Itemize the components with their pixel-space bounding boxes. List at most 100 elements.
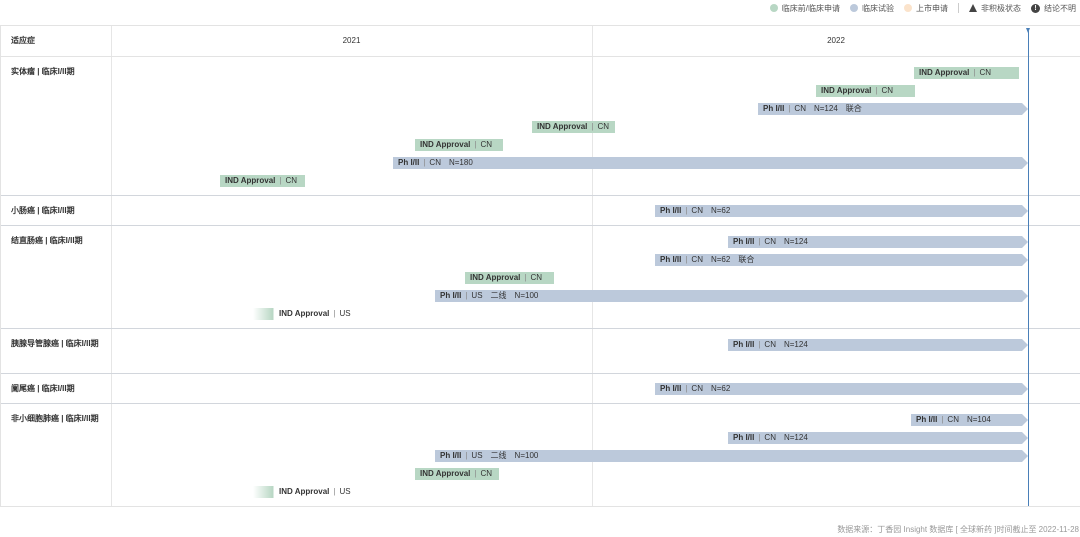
trial-tag: N=124 [783,340,808,349]
region-label: CN [691,384,703,393]
legend-inactive[interactable]: 非积极状态 [969,3,1021,14]
phase-label: Ph I/II [916,415,938,424]
ind-approval-bar[interactable]: IND Approval|CN [816,85,915,97]
region-label: US [339,487,351,496]
legend-unclear[interactable]: !结论不明 [1031,3,1076,14]
cutoff-marker-icon [1026,28,1030,33]
bar-separator: | [758,237,761,246]
region-label: CN [794,104,806,113]
bar-separator: | [685,384,688,393]
region-label: US [471,291,483,300]
region-label: CN [764,340,776,349]
row-divider [1,403,1080,404]
year-header-2022: 2022 [827,36,845,45]
region-label: CN [480,140,493,149]
phase-label: Ph I/II [440,291,462,300]
trial-tag: 二线 [490,291,507,300]
triangle-icon [969,4,977,12]
phase-label: IND Approval [420,140,471,149]
trial-tag: 联合 [738,255,755,264]
region-label: CN [764,433,776,442]
row-divider [1,195,1080,196]
ind-approval-bar[interactable]: IND Approval|CN [914,67,1019,79]
legend-clinical-trial[interactable]: 临床试验 [850,3,894,14]
bar-separator: | [591,122,594,131]
bar-separator: | [875,86,878,95]
trial-bar[interactable]: Ph I/II|CN N=104 [911,414,1028,426]
phase-label: Ph I/II [763,104,785,113]
trial-tag: N=180 [448,158,473,167]
row-divider [1,225,1080,226]
phase-label: Ph I/II [660,384,682,393]
legend-label: 临床前/临床申请 [781,3,840,13]
trial-tag: N=100 [514,451,539,460]
bar-separator: | [788,104,791,113]
bar-separator: | [685,255,688,264]
legend-dot-icon [904,4,912,12]
region-label: CN [764,237,776,246]
bar-separator: | [973,68,976,77]
phase-label: IND Approval [279,309,330,318]
ind-approval-bar[interactable]: IND Approval|CN [220,175,305,187]
trial-bar[interactable]: Ph I/II|CN N=62 联合 [655,254,1028,266]
bar-separator: | [474,469,477,478]
indication-column-divider [111,26,112,506]
indication-label: 胰腺导管腺癌 | 临床I/II期 [11,339,99,348]
indication-header: 适应症 [11,36,35,45]
trial-tag: N=104 [966,415,991,424]
region-label: CN [530,273,543,282]
phase-label: Ph I/II [660,255,682,264]
legend-label: 上市申请 [916,3,948,13]
legend-separator [958,3,959,13]
indication-label: 实体瘤 | 临床I/II期 [11,67,75,76]
indication-label: 结直肠癌 | 临床I/II期 [11,236,83,245]
region-label: CN [480,469,493,478]
ind-approval-bar[interactable]: IND Approval|CN [465,272,554,284]
bar-separator: | [941,415,944,424]
ind-approval-bar[interactable]: IND Approval|CN [415,139,503,151]
legend-label: 非积极状态 [981,3,1021,13]
trial-bar[interactable]: Ph I/II|CN N=124 [728,339,1028,351]
region-label: CN [691,255,703,264]
bar-separator: | [465,291,468,300]
legend-label: 临床试验 [862,3,894,13]
region-label: CN [429,158,441,167]
region-label: US [471,451,483,460]
row-divider [1,328,1080,329]
bar-separator: | [758,340,761,349]
legend-dot-icon [850,4,858,12]
ind-approval-bar[interactable]: IND Approval|CN [415,468,499,480]
ind-approval-bar[interactable]: IND Approval|US [253,486,383,498]
region-label: CN [947,415,959,424]
ind-approval-bar[interactable]: IND Approval|US [253,308,383,320]
legend-market-application[interactable]: 上市申请 [904,3,948,14]
phase-label: Ph I/II [398,158,420,167]
phase-label: Ph I/II [733,237,755,246]
trial-tag: N=62 [710,255,731,264]
bar-separator: | [333,487,336,496]
bar-separator: | [465,451,468,460]
bar-separator: | [685,206,688,215]
phase-label: IND Approval [470,273,521,282]
indication-label: 小肠癌 | 临床I/II期 [11,206,75,215]
ind-approval-bar[interactable]: IND Approval|CN [532,121,615,133]
phase-label: Ph I/II [733,433,755,442]
phase-label: IND Approval [420,469,471,478]
data-source-note: 数据来源：丁香园 Insight 数据库 [ 全球新药 ]时间截止至 2022-… [837,525,1079,534]
region-label: US [339,309,351,318]
phase-label: Ph I/II [733,340,755,349]
year-column-divider [592,26,593,506]
indication-label: 阑尾癌 | 临床I/II期 [11,384,75,393]
legend-preclinical[interactable]: 临床前/临床申请 [769,3,840,14]
phase-label: IND Approval [279,487,330,496]
phase-label: IND Approval [225,176,276,185]
